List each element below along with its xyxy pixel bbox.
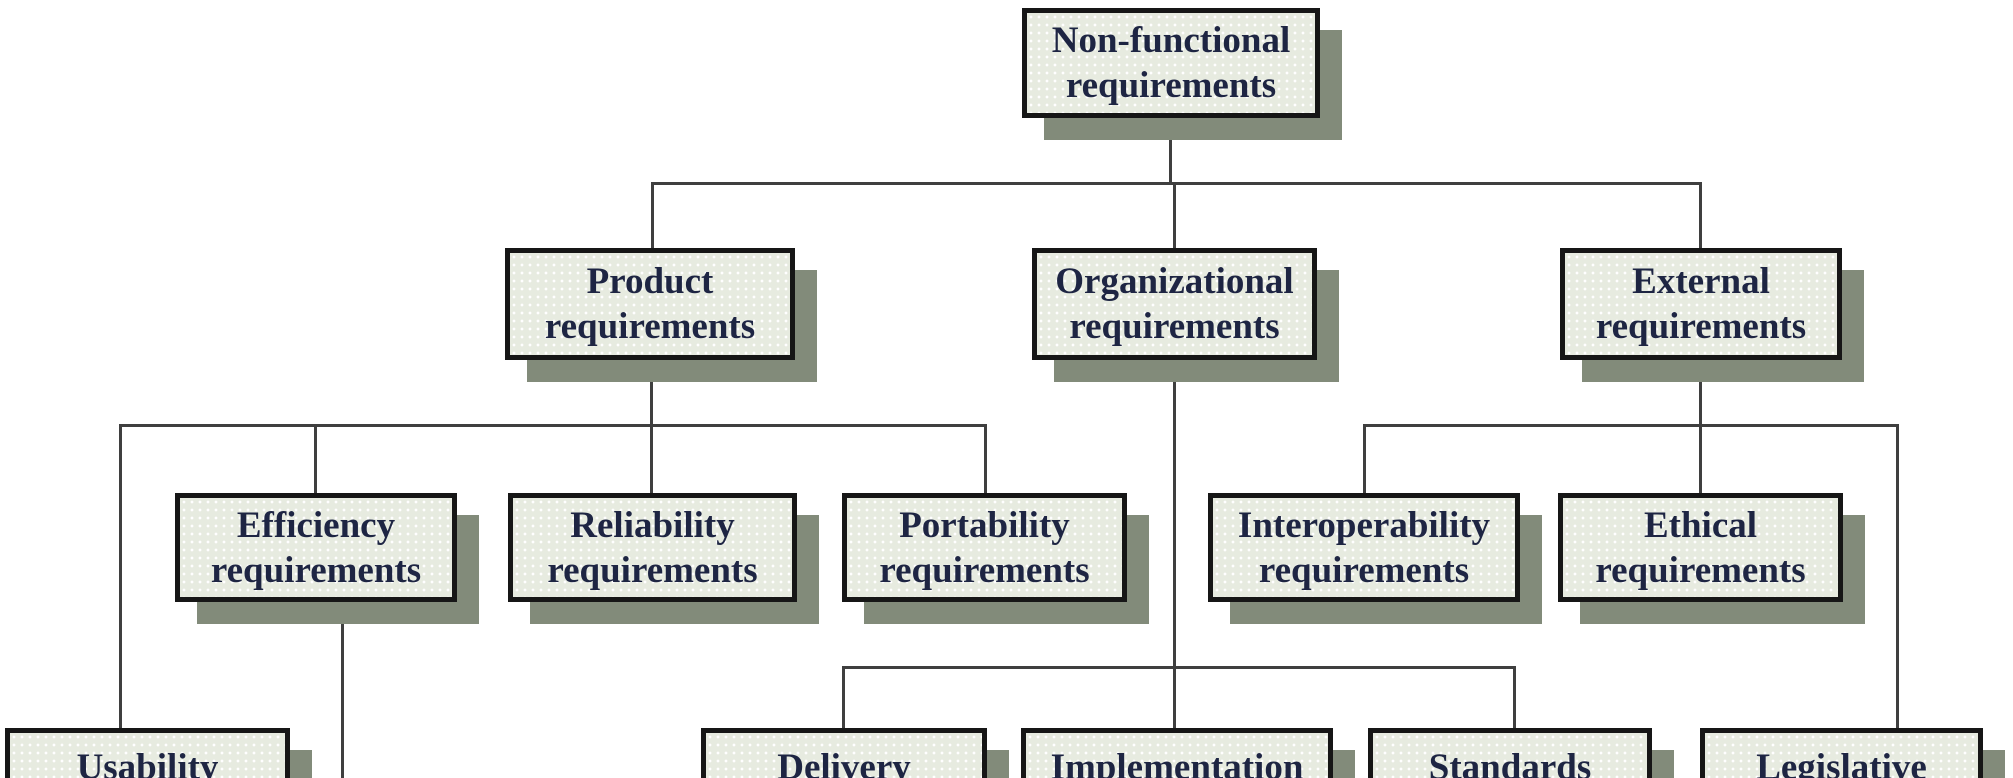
node-label: requirements: [544, 306, 756, 347]
connector-external-stem-top: [1699, 182, 1702, 248]
connector-portability-stem: [984, 424, 987, 493]
node-label: Usability: [76, 747, 219, 778]
node-usability: Usability: [5, 728, 290, 778]
connector-product-stem-top: [651, 182, 654, 248]
node-label: requirements: [1258, 549, 1470, 591]
connector-external-children-hbar: [1363, 424, 1899, 427]
connector-product-children-hbar: [119, 424, 987, 427]
node-label: Interoperability: [1237, 504, 1491, 546]
connector-level1-hbar: [651, 182, 1702, 185]
node-label: requirements: [1595, 549, 1806, 591]
node-label: requirements: [1065, 65, 1277, 106]
node-delivery: Delivery: [701, 728, 987, 778]
connector-organizational-stem-bottom: [1173, 360, 1176, 728]
node-label: requirements: [879, 549, 1090, 591]
connector-delivery-stem: [842, 666, 845, 728]
node-label: Organizational: [1055, 261, 1294, 302]
node-legislative: Legislative: [1700, 728, 1983, 778]
node-label: Reliability: [570, 504, 735, 546]
node-label: Delivery: [777, 747, 911, 778]
connector-organizational-stem-top: [1173, 182, 1176, 248]
node-label: requirements: [547, 549, 758, 591]
node-standards: Standards: [1368, 728, 1652, 778]
node-label: requirements: [1069, 306, 1280, 347]
node-label: requirements: [210, 549, 422, 591]
connector-efficiency-stem: [314, 424, 317, 493]
node-label: Non-functional: [1051, 20, 1291, 61]
node-label: Implementation: [1050, 747, 1304, 778]
node-label: Portability: [899, 504, 1070, 546]
node-label: requirements: [1595, 306, 1807, 347]
node-label: Legislative: [1756, 747, 1927, 778]
node-label: External: [1632, 261, 1770, 302]
node-label: Efficiency: [236, 504, 396, 546]
connector-usability-stem: [119, 424, 122, 730]
node-label: Standards: [1428, 747, 1592, 778]
connector-efficiency-children-stem: [341, 602, 344, 778]
connector-organizational-children-hbar: [842, 666, 1516, 669]
node-label: Product: [586, 261, 714, 302]
connector-interoperability-stem: [1363, 424, 1366, 493]
connector-legislative-stem: [1896, 424, 1899, 730]
connector-standards-stem: [1513, 666, 1516, 728]
node-label: Ethical: [1643, 504, 1758, 546]
connector-root-stem: [1169, 118, 1172, 182]
node-implementation: Implementation: [1021, 728, 1333, 778]
